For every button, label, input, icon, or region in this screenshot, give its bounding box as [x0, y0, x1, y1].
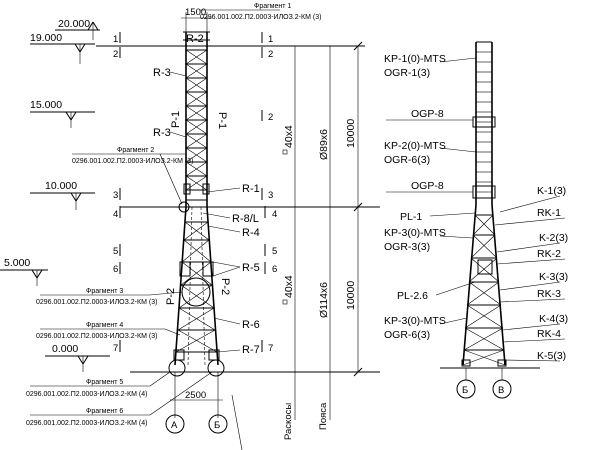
- elevation-15000: 15.000: [30, 99, 62, 111]
- section-marks-left: 1 2 3 4 5 6 7: [113, 32, 121, 354]
- section-mark-3-right: 3: [268, 190, 273, 201]
- mark-p1-right: P-1: [216, 112, 228, 129]
- dim-width-base: 2500: [185, 390, 206, 401]
- mark-kp3-lower: KP-3(0)-MTS: [384, 315, 446, 327]
- mark-r3-top: R-3: [153, 67, 171, 79]
- section-mark-5-right: 5: [272, 246, 277, 257]
- mark-ogr3: OGR-3(3): [384, 241, 430, 253]
- elevation-10000: 10.000: [45, 180, 77, 192]
- fragment-5-code: 0296.001.002.П2.0003-ИЛОЗ.2-КМ (4): [26, 391, 147, 398]
- section-mark-4-left: 4: [113, 209, 118, 220]
- mark-ogp8-upper: OGP-8: [411, 108, 444, 120]
- fragment-5-title: Фрагмент 5: [86, 379, 123, 386]
- section-mark-2-right: 2: [268, 49, 273, 60]
- fragment-4-code: 0296.001.002.П2.0003-ИЛОЗ.2-КМ (3): [36, 333, 157, 340]
- mark-r7: R-7: [242, 344, 260, 356]
- mark-ogp8-lower: OGP-8: [411, 180, 444, 192]
- section-mark-7-left: 7: [113, 343, 118, 354]
- mark-kp2: KP-2(0)-MTS: [384, 140, 446, 152]
- fragment-6-title: Фрагмент 6: [86, 408, 123, 415]
- mark-rk2: RK-2: [537, 248, 561, 260]
- section-mark-2-right-b: 2: [268, 112, 273, 123]
- axis-b-right-label: Б: [462, 385, 468, 396]
- mark-rk3: RK-3: [537, 288, 561, 300]
- mark-ogr1: OGR-1(3): [384, 67, 430, 79]
- mark-p2-left: P-2: [165, 288, 177, 305]
- left-tower-labels: R-2 R-3 P-1 P-1 R-3 R-1 R-8/L R-4 R-5 P-…: [153, 33, 260, 356]
- mark-k2: K-2(3): [539, 232, 568, 244]
- section-mark-2-left: 2: [113, 49, 118, 60]
- mark-r4: R-4: [242, 227, 260, 239]
- mark-r3-mid: R-3: [153, 127, 171, 139]
- column-label-braces: Раскосы: [283, 403, 294, 440]
- mark-pl26: PL-2.6: [397, 290, 428, 302]
- mark-rk1: RK-1: [537, 207, 561, 219]
- dim-width-top: 1500: [185, 7, 206, 18]
- dim-height-lower: 10000: [345, 281, 357, 310]
- section-mark-1-left: 1: [113, 34, 118, 45]
- dimension-columns: 40x4 40x4 Ø89x6 Ø114x6 10000 10000 Раско…: [282, 41, 363, 440]
- mark-r2: R-2: [186, 33, 204, 45]
- column-label-chords: Пояса: [318, 402, 329, 430]
- axis-v-right-label: В: [498, 385, 504, 396]
- angle-profile-lower: 40x4: [283, 275, 295, 298]
- axis-a-label: А: [171, 420, 178, 431]
- right-tower-labels-right: K-1(3) RK-1 K-2(3) RK-2 K-3(3) RK-3 K-4(…: [494, 185, 568, 362]
- section-marks-right: 1 2 2 3 4 5 6 7: [261, 32, 277, 354]
- pipe-diameter-upper: Ø89x6: [318, 129, 330, 160]
- elevation-0000: 0.000: [52, 343, 78, 355]
- dim-height-upper: 10000: [345, 119, 357, 148]
- mark-kp3-upper: KP-3(0)-MTS: [384, 227, 446, 239]
- mark-k3: K-3(3): [539, 271, 568, 283]
- fragment-6-code: 0296.001.002.П2.0003-ИЛОЗ.2-КМ (4): [26, 420, 147, 427]
- mark-k4: K-4(3): [539, 313, 568, 325]
- mark-p2-right: P-2: [219, 278, 231, 295]
- elevation-5000: 5.000: [4, 257, 30, 269]
- fragment-2-title: Фрагмент 2: [117, 147, 154, 154]
- mark-kp1: KP-1(0)-MTS: [384, 53, 446, 65]
- mark-rk4: RK-4: [537, 328, 561, 340]
- mark-r1: R-1: [242, 183, 260, 195]
- mark-r8l: R-8/L: [232, 213, 259, 225]
- mark-r6: R-6: [242, 319, 260, 331]
- mark-r5: R-5: [242, 262, 260, 274]
- elevation-marks: 20.000 19.000 15.000 10.000 5.000 0.000: [0, 18, 110, 372]
- right-tower-labels-left: KP-1(0)-MTS OGR-1(3) OGP-8 KP-2(0)-MTS O…: [384, 53, 477, 341]
- section-mark-4-right: 4: [272, 209, 277, 220]
- fragment-3-code: 0296.001.002.П2.0003-ИЛОЗ.2-КМ (3): [36, 299, 157, 306]
- mark-k5: K-5(3): [537, 350, 566, 362]
- section-mark-3-left: 3: [113, 190, 118, 201]
- fragment-1-title: Фрагмент 1: [254, 3, 291, 10]
- angle-profile-upper: 40x4: [283, 125, 295, 148]
- mark-ogr6-upper: OGR-6(3): [384, 154, 430, 166]
- right-tower-elevation: Б В: [440, 41, 540, 399]
- axis-b-label: Б: [214, 420, 220, 431]
- fragment-1-code: 0296.001.002.П2.0003-ИЛОЗ.2-КМ (3): [200, 14, 321, 21]
- section-mark-6-right: 6: [272, 264, 277, 275]
- mark-k1: K-1(3): [537, 185, 566, 197]
- mark-pl1: PL-1: [400, 211, 422, 223]
- fragment-2-code: 0296.001.002.П2.0003-ИЛОЗ.2-КМ (3): [72, 158, 193, 165]
- left-tower-elevation: 1500: [96, 7, 380, 450]
- mark-p1-left: P-1: [170, 111, 182, 128]
- elevation-19000: 19.000: [30, 32, 62, 44]
- section-mark-6-left: 6: [113, 264, 118, 275]
- section-mark-1-right: 1: [268, 34, 273, 45]
- fragment-3-title: Фрагмент 3: [86, 288, 123, 295]
- elevation-20000: 20.000: [58, 18, 90, 30]
- fragment-4-title: Фрагмент 4: [86, 322, 123, 329]
- mark-ogr6-lower: OGR-6(3): [384, 329, 430, 341]
- section-mark-7-right: 7: [268, 343, 273, 354]
- section-mark-5-left: 5: [113, 246, 118, 257]
- pipe-diameter-lower: Ø114x6: [318, 282, 330, 318]
- fragment-callouts: Фрагмент 1 0296.001.002.П2.0003-ИЛОЗ.2-К…: [26, 3, 321, 427]
